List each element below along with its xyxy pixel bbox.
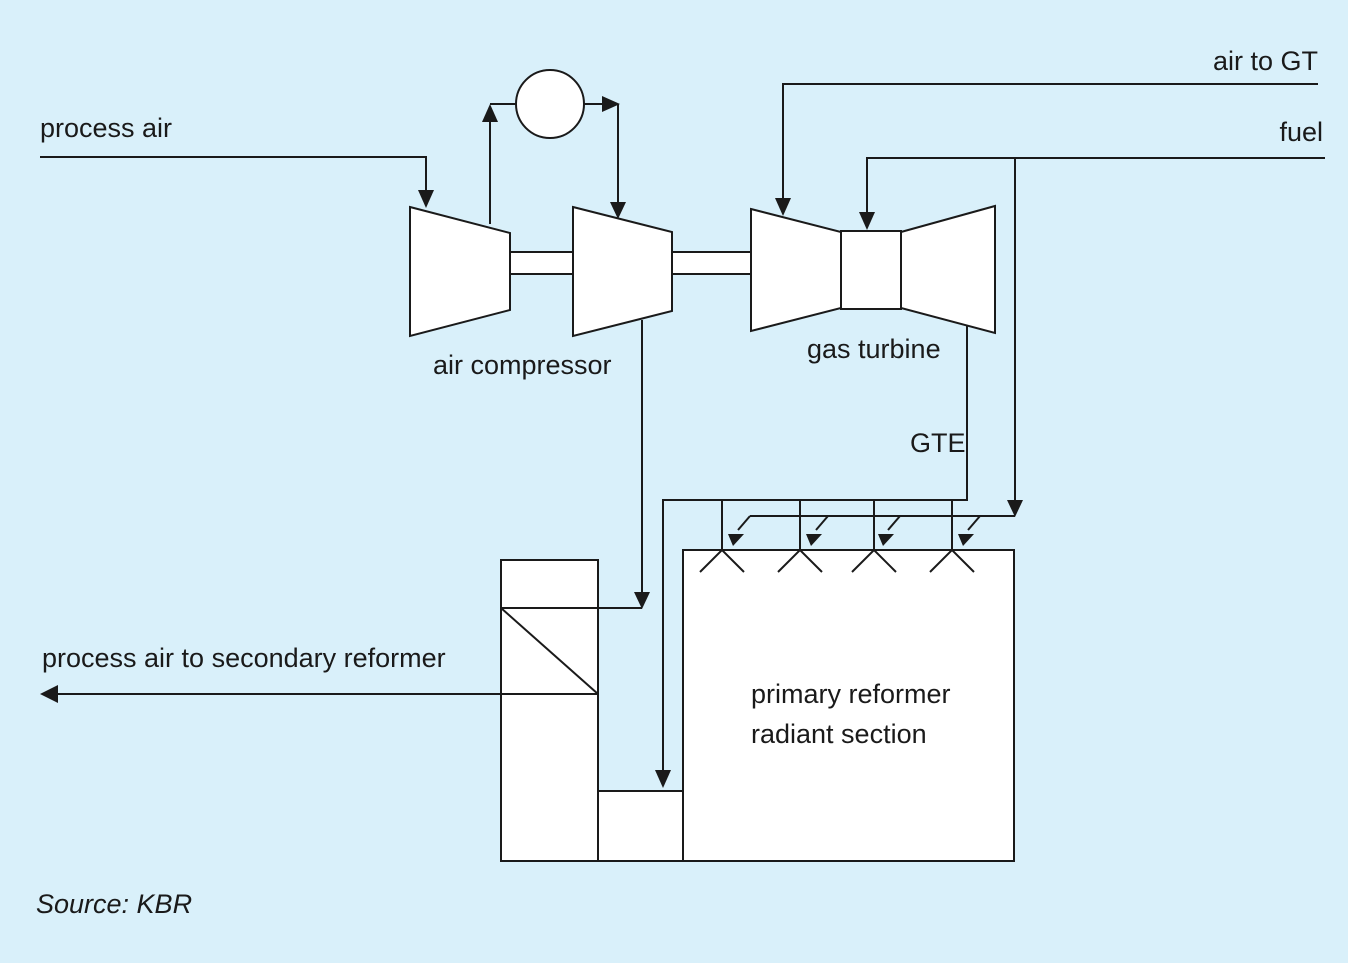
gas-turbine bbox=[750, 204, 996, 335]
process-air-outlet-line bbox=[40, 685, 598, 703]
label-air-to-gt: air to GT bbox=[1213, 46, 1318, 76]
label-process-air: process air bbox=[40, 113, 172, 143]
gte-line bbox=[655, 325, 968, 788]
label-gte: GTE bbox=[910, 428, 966, 458]
air-compressor-stage-1 bbox=[409, 205, 511, 338]
primary-reformer bbox=[682, 549, 1015, 862]
convection-section bbox=[500, 559, 642, 862]
intercooler bbox=[515, 69, 585, 139]
label-air-compressor: air compressor bbox=[433, 350, 612, 380]
convection-duct bbox=[597, 790, 684, 862]
label-fuel: fuel bbox=[1279, 117, 1323, 147]
process-air-line bbox=[40, 156, 434, 208]
burners bbox=[699, 548, 975, 573]
intercooler-loop bbox=[482, 69, 626, 224]
air-compressor-stage-2 bbox=[572, 205, 673, 338]
label-radiant-section: radiant section bbox=[751, 719, 927, 749]
fuel-header bbox=[728, 515, 1015, 546]
source-note: Source: KBR bbox=[36, 889, 192, 919]
label-primary-reformer: primary reformer bbox=[751, 679, 951, 709]
air-to-gt-line bbox=[775, 83, 1318, 216]
label-gas-turbine: gas turbine bbox=[807, 334, 941, 364]
fuel-line bbox=[859, 157, 1325, 517]
compressed-air-line bbox=[634, 320, 650, 609]
label-process-air-to-secondary: process air to secondary reformer bbox=[42, 643, 446, 673]
